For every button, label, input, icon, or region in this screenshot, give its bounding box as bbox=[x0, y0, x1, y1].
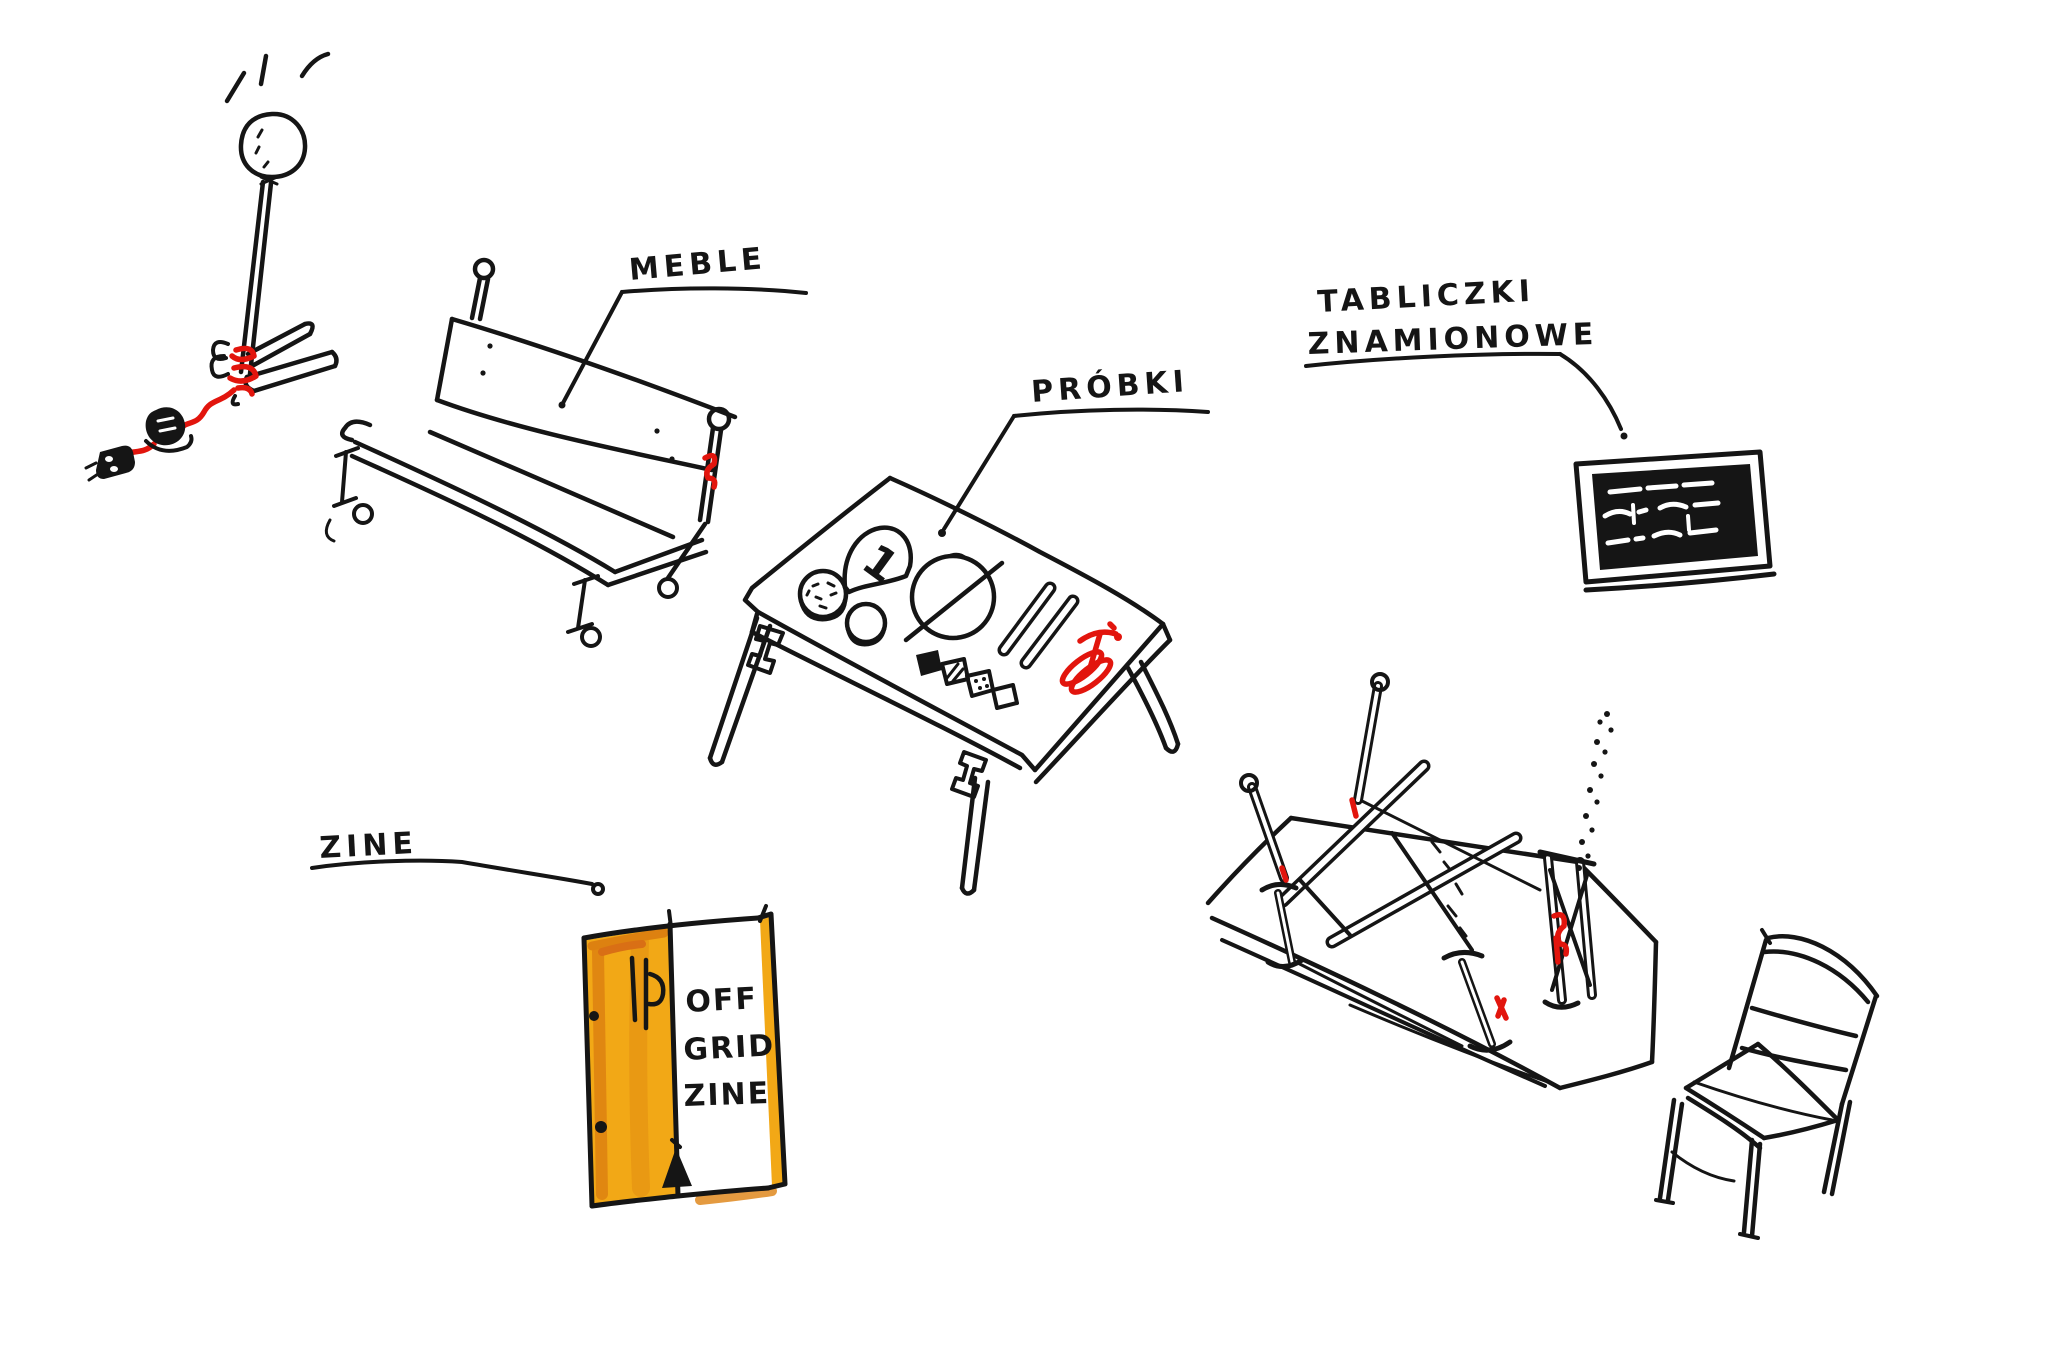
sample-rods bbox=[997, 581, 1080, 670]
tabliczki-underline bbox=[1304, 351, 1562, 368]
zine-cover-title: OFF GRID ZINE bbox=[683, 981, 777, 1114]
sample-disc-large bbox=[903, 552, 1005, 643]
bench-left-post bbox=[469, 257, 496, 322]
probki-leader-line bbox=[942, 414, 1016, 531]
zine-book-sketch: OFF GRID ZINE bbox=[581, 904, 788, 1209]
nameplate-engraving bbox=[1602, 480, 1721, 546]
table-right-leg bbox=[1125, 659, 1181, 754]
bench-backrest bbox=[434, 316, 738, 473]
flipped-foot-middle bbox=[1441, 950, 1513, 1053]
cord-reel bbox=[144, 407, 194, 453]
flipped-right-posts bbox=[1537, 849, 1597, 1010]
table-top bbox=[742, 475, 1173, 785]
annotation-probki: PRÓBKI bbox=[938, 362, 1210, 537]
dome-number: 1 bbox=[853, 534, 908, 593]
tabliczki-leader-dot bbox=[1620, 432, 1628, 440]
lamp-bulb bbox=[238, 111, 308, 186]
svg-text:GRID: GRID bbox=[683, 1028, 777, 1068]
svg-text:OFF: OFF bbox=[685, 981, 759, 1020]
overturned-table-sketch bbox=[1205, 672, 1659, 1091]
red-marker-tool bbox=[1059, 621, 1122, 695]
light-rays-icon bbox=[224, 51, 331, 104]
flipped-foot-left bbox=[1259, 882, 1305, 969]
floor-lamp-sketch bbox=[84, 51, 339, 482]
tabliczki-label-line1: TABLICZKI bbox=[1317, 274, 1536, 320]
lamp-base bbox=[209, 321, 339, 407]
flipped-pole-left bbox=[1239, 773, 1289, 883]
bench-middle-caster bbox=[566, 574, 602, 648]
probki-label: PRÓBKI bbox=[1030, 362, 1190, 410]
zine-left-page-fill bbox=[586, 927, 676, 1204]
flipped-pole-right bbox=[1353, 672, 1390, 805]
bench-right-frame bbox=[605, 406, 732, 599]
probki-leader-dot bbox=[938, 529, 946, 537]
sample-table-sketch: 1 bbox=[707, 475, 1181, 896]
lamp-stem bbox=[238, 179, 274, 377]
table-middle-leg bbox=[950, 750, 991, 896]
zine-bottom-mark bbox=[662, 1148, 692, 1188]
meble-leader-dot bbox=[558, 401, 566, 409]
sample-round-plain bbox=[844, 601, 888, 647]
svg-text:ZINE: ZINE bbox=[683, 1076, 771, 1114]
zine-outline bbox=[581, 904, 788, 1209]
sample-squares bbox=[916, 650, 1019, 710]
zine-leader-loop bbox=[591, 882, 605, 896]
bench-seat bbox=[339, 419, 676, 588]
bench-sketch bbox=[324, 257, 738, 648]
meble-leader-line bbox=[561, 290, 624, 405]
power-cord bbox=[175, 387, 237, 433]
sample-round-textured bbox=[797, 568, 849, 622]
zine-cover-strip-fill bbox=[760, 916, 785, 1186]
red-cord-wrap bbox=[227, 345, 259, 397]
annotation-meble: MEBLE bbox=[558, 241, 808, 409]
flipped-frame bbox=[1276, 759, 1542, 1048]
bench-left-caster bbox=[324, 446, 374, 543]
meble-label: MEBLE bbox=[628, 241, 768, 288]
zine-underline-leader bbox=[310, 858, 594, 886]
meble-underline bbox=[620, 286, 808, 295]
annotation-zine: ZINE bbox=[310, 826, 605, 896]
sample-dome: 1 bbox=[842, 525, 913, 595]
tabliczki-leader-line bbox=[1558, 352, 1623, 431]
red-joint-marks bbox=[1279, 797, 1570, 1021]
power-plug bbox=[84, 445, 135, 482]
chair-sketch bbox=[1654, 928, 1880, 1240]
table-left-leg bbox=[707, 615, 785, 767]
dotted-trail bbox=[1576, 711, 1614, 871]
chair-back bbox=[1726, 928, 1880, 1107]
chair-legs bbox=[1654, 1097, 1853, 1240]
probki-underline bbox=[1012, 407, 1210, 418]
nameplate-sketch bbox=[1573, 449, 1777, 593]
zine-handle-mark bbox=[629, 955, 666, 1031]
chair-seat bbox=[1683, 1041, 1841, 1151]
red-tie-detail bbox=[702, 452, 718, 490]
annotation-tabliczki: TABLICZKI ZNAMIONOWE bbox=[1304, 274, 1628, 440]
